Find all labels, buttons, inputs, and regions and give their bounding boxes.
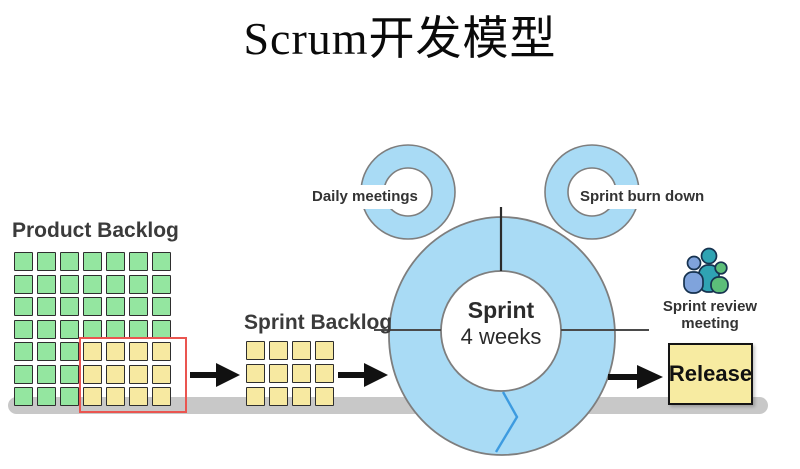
arrow-head-icon bbox=[364, 363, 388, 387]
backlog-item-yellow bbox=[83, 342, 102, 361]
page-title: Scrum开发模型 bbox=[243, 13, 557, 64]
backlog-item-green bbox=[83, 274, 102, 294]
backlog-item-green bbox=[60, 252, 79, 271]
arrow-sprint-backlog-to-sprint bbox=[338, 363, 390, 387]
backlog-item-green bbox=[14, 364, 33, 384]
backlog-item-yellow bbox=[152, 342, 171, 361]
arrow-head-icon bbox=[216, 363, 240, 387]
backlog-item-green bbox=[37, 297, 56, 316]
backlog-item-green bbox=[37, 364, 56, 384]
arrow-sprint-to-release bbox=[608, 365, 663, 389]
sprint-donut bbox=[388, 216, 616, 456]
backlog-item-green bbox=[37, 319, 56, 339]
sprint-burn-down-donut bbox=[544, 144, 645, 240]
release-box: Release bbox=[668, 343, 753, 405]
sprint-backlog-label: Sprint Backlog bbox=[244, 311, 393, 334]
backlog-item-green bbox=[152, 274, 171, 294]
arrow-tail bbox=[190, 372, 218, 378]
backlog-item-green bbox=[83, 297, 102, 316]
backlog-item-yellow bbox=[246, 364, 265, 383]
daily-meetings-label: Daily meetings bbox=[312, 188, 418, 205]
backlog-item-green bbox=[14, 319, 33, 339]
review-label-line1: Sprint review bbox=[662, 298, 758, 315]
backlog-item-green bbox=[60, 297, 79, 316]
backlog-item-green bbox=[83, 319, 102, 339]
backlog-item-green bbox=[60, 364, 79, 384]
sprint-title: Sprint bbox=[467, 297, 535, 323]
daily-meetings-ring-gap bbox=[350, 185, 408, 209]
review-label-line2: meeting bbox=[681, 315, 739, 332]
backlog-item-green bbox=[37, 252, 56, 271]
sprint-burn-down-label: Sprint burn down bbox=[580, 188, 705, 205]
backlog-item-yellow bbox=[315, 364, 334, 383]
backlog-item-yellow bbox=[269, 341, 288, 360]
sprint-backlog-grid bbox=[246, 341, 334, 406]
backlog-item-yellow bbox=[83, 364, 102, 384]
backlog-item-green bbox=[37, 274, 56, 294]
backlog-item-green bbox=[152, 297, 171, 316]
backlog-item-green bbox=[106, 274, 125, 294]
backlog-item-green bbox=[129, 319, 148, 339]
backlog-item-green bbox=[152, 319, 171, 339]
backlog-item-yellow bbox=[292, 364, 311, 383]
backlog-item-green bbox=[152, 252, 171, 271]
selected-items-outline bbox=[79, 337, 187, 413]
backlog-item-green bbox=[129, 297, 148, 316]
backlog-item-yellow bbox=[152, 387, 171, 406]
backlog-item-green bbox=[83, 252, 102, 271]
backlog-item-yellow bbox=[269, 387, 288, 406]
backlog-item-yellow bbox=[83, 387, 102, 406]
backlog-item-green bbox=[60, 387, 79, 406]
backlog-item-yellow bbox=[152, 364, 171, 384]
product-backlog-grid bbox=[14, 252, 171, 406]
people-icon bbox=[683, 247, 729, 294]
backlog-item-yellow bbox=[129, 364, 148, 384]
backlog-item-green bbox=[37, 342, 56, 361]
sprint-circle-label: Sprint 4 weeks bbox=[441, 297, 561, 350]
backlog-item-yellow bbox=[106, 364, 125, 384]
backlog-item-green bbox=[14, 297, 33, 316]
backlog-item-yellow bbox=[129, 387, 148, 406]
release-label: Release bbox=[668, 361, 753, 386]
backlog-item-green bbox=[106, 252, 125, 271]
sprint-duration: 4 weeks bbox=[460, 324, 542, 349]
backlog-item-green bbox=[106, 319, 125, 339]
backlog-item-yellow bbox=[246, 341, 265, 360]
sprint-review-meeting-label: Sprint review meeting bbox=[650, 298, 770, 332]
backlog-item-green bbox=[14, 274, 33, 294]
arrow-head-icon bbox=[637, 365, 663, 389]
backlog-item-green bbox=[106, 297, 125, 316]
backlog-item-yellow bbox=[106, 387, 125, 406]
arrow-tail bbox=[338, 372, 366, 378]
arrow-product-to-sprint-backlog bbox=[190, 363, 242, 387]
backlog-item-yellow bbox=[106, 342, 125, 361]
arrow-tail bbox=[608, 374, 638, 380]
backlog-item-green bbox=[60, 319, 79, 339]
daily-meetings-donut bbox=[350, 144, 456, 240]
product-backlog-label: Product Backlog bbox=[12, 219, 179, 242]
backlog-item-green bbox=[60, 274, 79, 294]
backlog-item-yellow bbox=[269, 364, 288, 383]
backlog-item-green bbox=[129, 252, 148, 271]
backlog-item-green bbox=[14, 342, 33, 361]
backlog-item-yellow bbox=[292, 387, 311, 406]
backlog-item-yellow bbox=[315, 341, 334, 360]
backlog-item-green bbox=[129, 274, 148, 294]
burn-down-ring-gap bbox=[577, 185, 645, 209]
backlog-item-yellow bbox=[315, 387, 334, 406]
backlog-item-green bbox=[37, 387, 56, 406]
backlog-item-green bbox=[60, 342, 79, 361]
backlog-item-yellow bbox=[246, 387, 265, 406]
sprint-bottom-zigzag bbox=[494, 391, 519, 453]
backlog-item-green bbox=[14, 387, 33, 406]
backlog-item-yellow bbox=[129, 342, 148, 361]
backlog-item-green bbox=[14, 252, 33, 271]
backlog-item-yellow bbox=[292, 341, 311, 360]
